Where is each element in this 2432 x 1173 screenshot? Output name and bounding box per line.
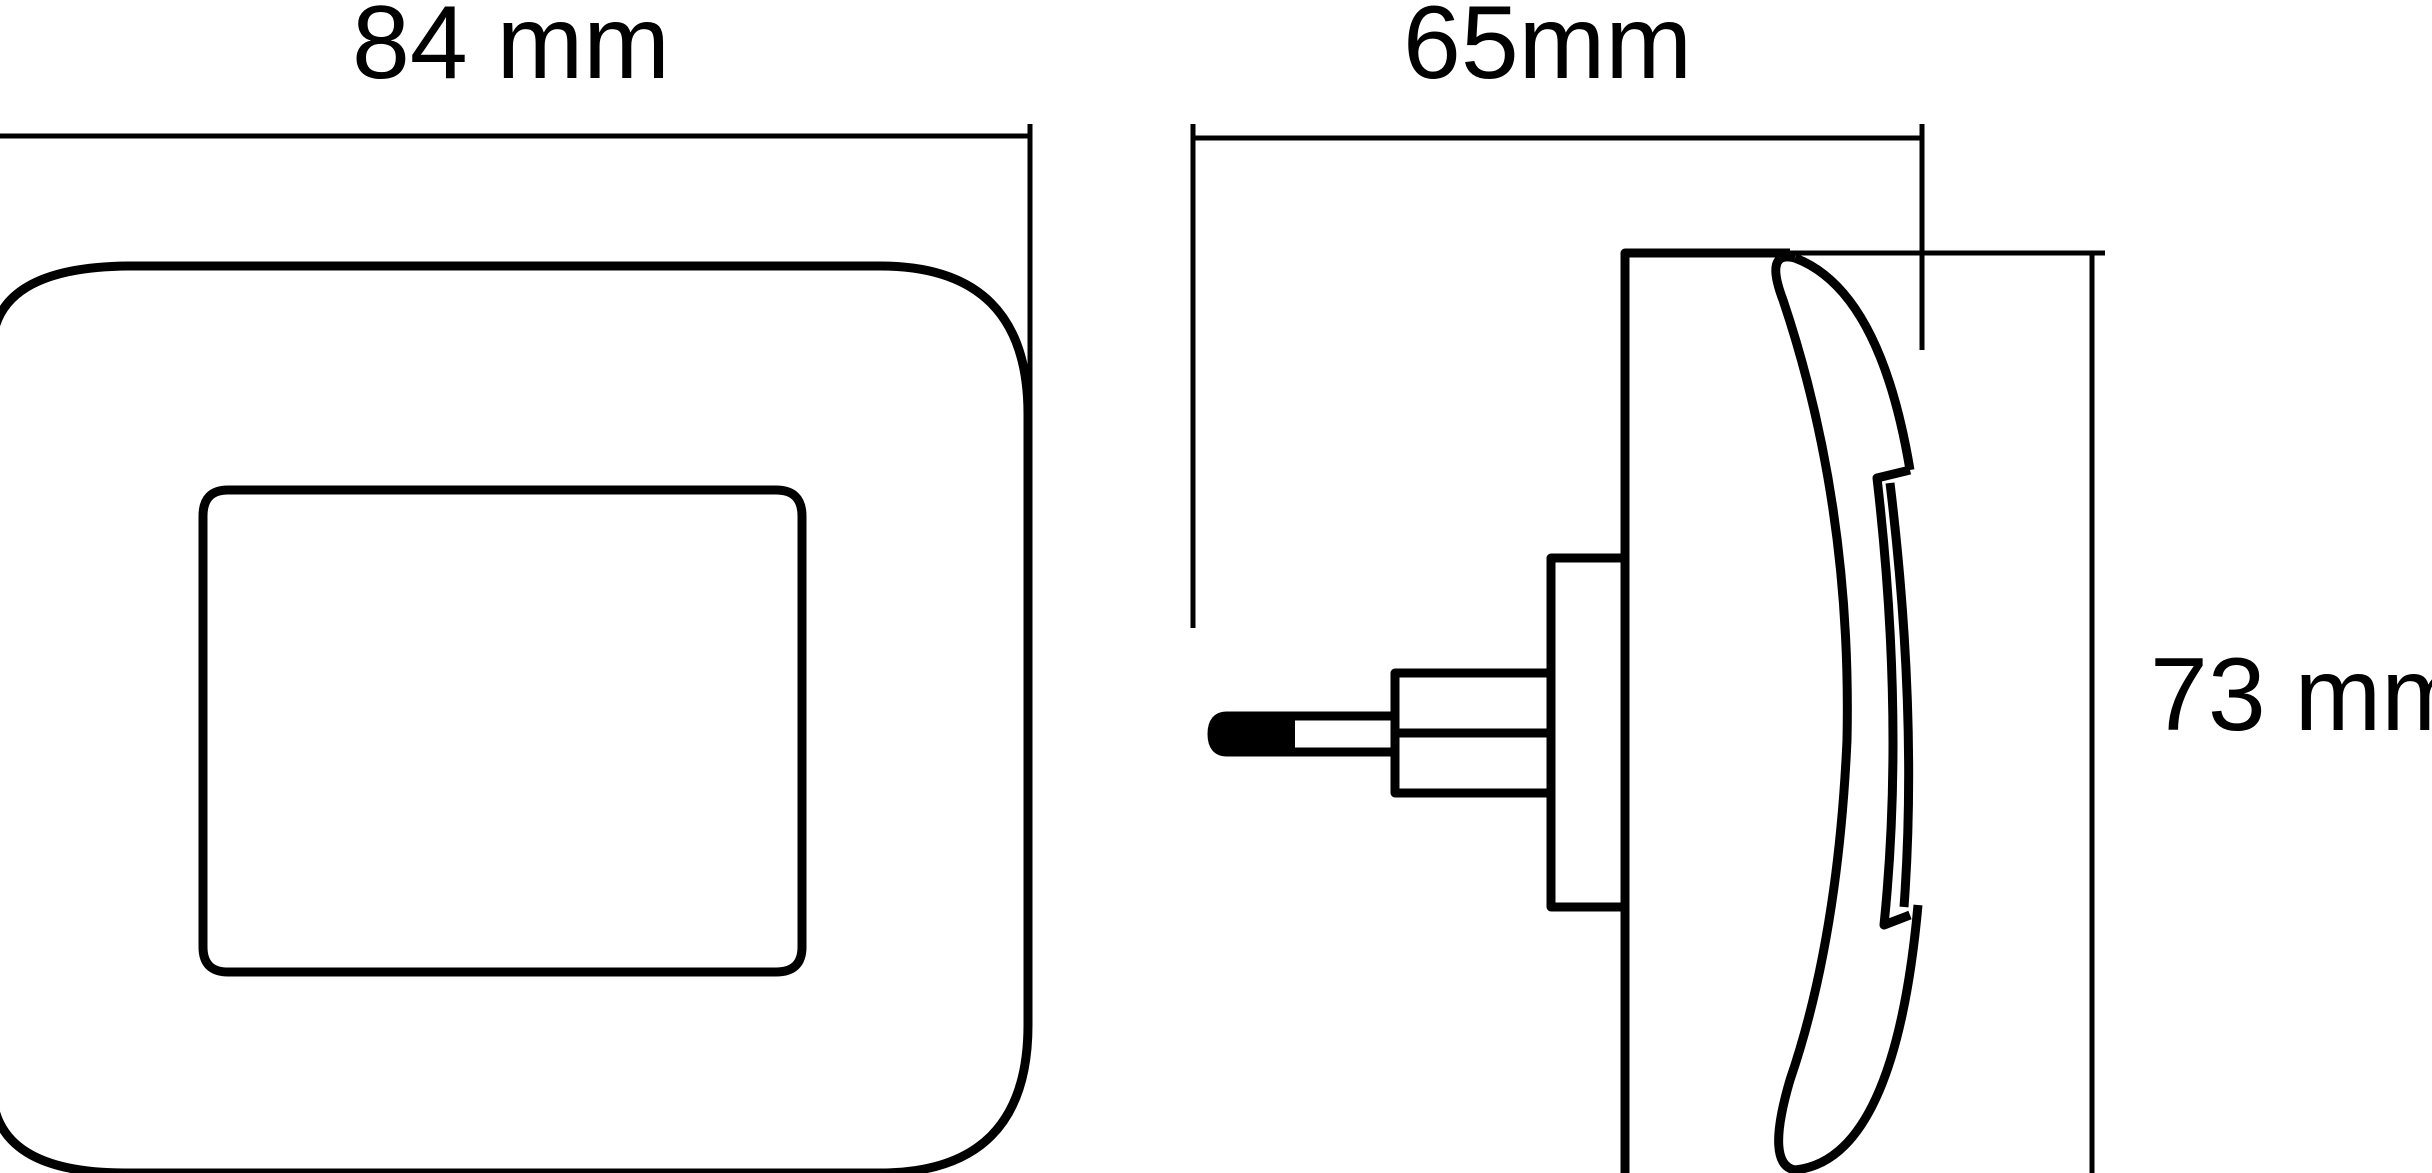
front-view	[0, 261, 1033, 1173]
front-housing-outline	[0, 261, 1033, 1173]
plug-pin-tip	[1208, 716, 1295, 752]
height-dimension	[1790, 250, 2105, 1173]
plug-base	[1546, 553, 1625, 912]
side-diffuser-strip	[1872, 465, 1912, 930]
width-label: 84 mm	[352, 0, 670, 101]
side-cover-upper-edge	[1793, 253, 1915, 471]
side-diffuser-inner	[1885, 482, 1914, 908]
depth-dimension	[1190, 124, 1925, 628]
side-view	[1207, 248, 1923, 1173]
front-lens-panel	[198, 485, 807, 977]
side-body-outline	[1620, 248, 1790, 1173]
width-dimension	[0, 124, 1033, 420]
side-front-cover	[1771, 252, 1923, 1173]
depth-label: 65mm	[1403, 0, 1692, 101]
height-label: 73 mm	[2150, 637, 2432, 753]
